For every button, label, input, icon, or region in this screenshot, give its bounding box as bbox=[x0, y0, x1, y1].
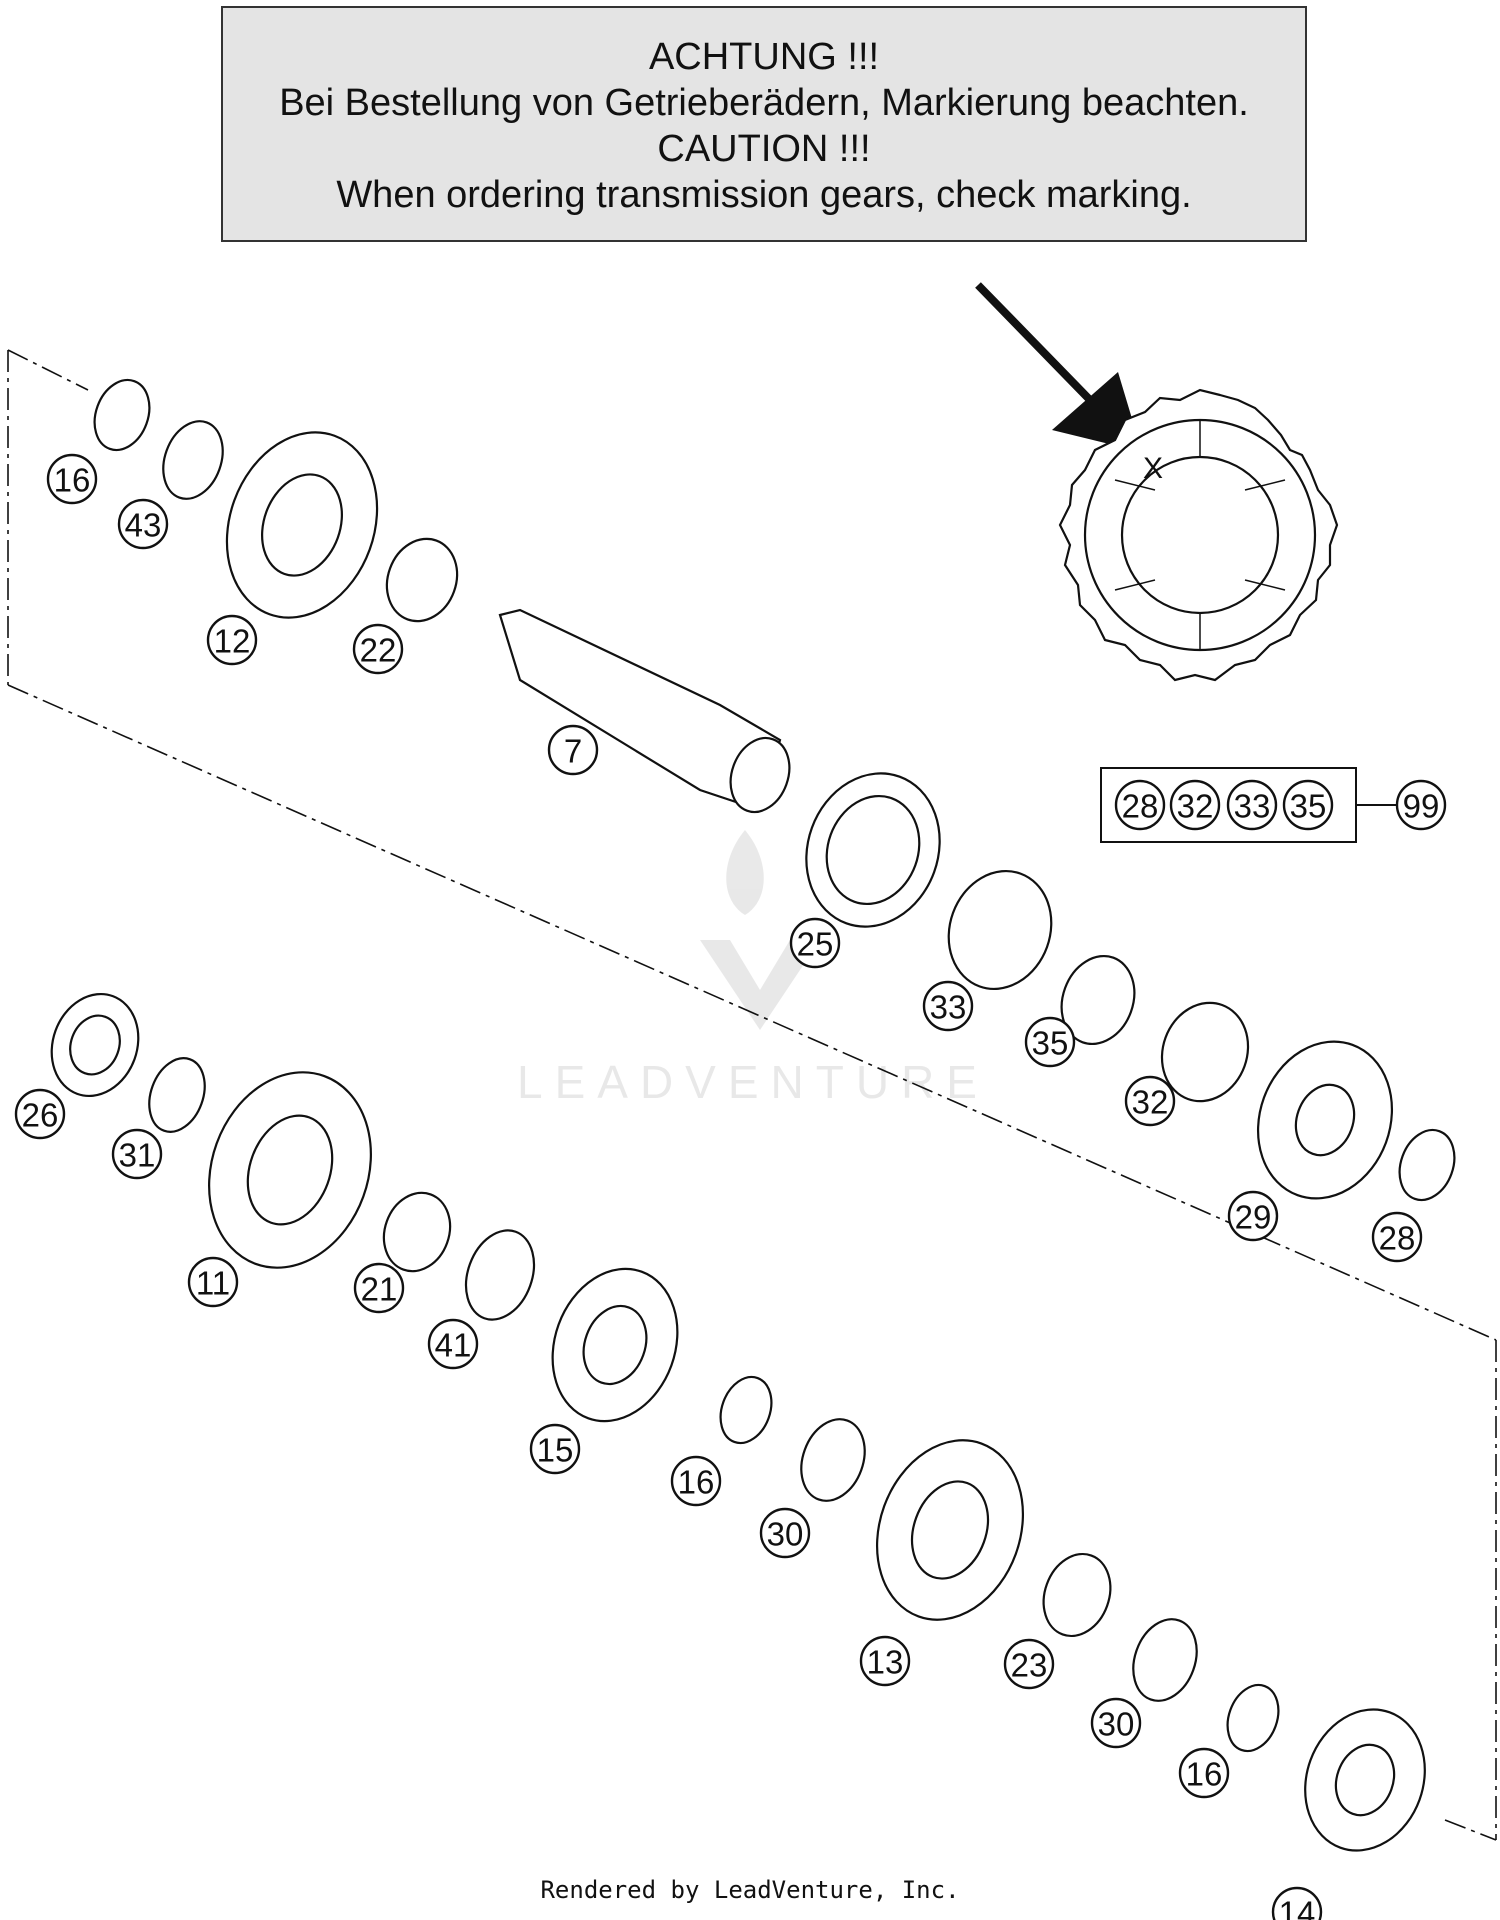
assembly-outline bbox=[7, 349, 1497, 1841]
callout-21: 21 bbox=[353, 1262, 405, 1314]
kit-callout-label: 32 bbox=[1177, 788, 1214, 825]
needle-bearing bbox=[382, 1191, 452, 1273]
lower-shaft-parts bbox=[50, 992, 1426, 1852]
notice-line-english-text: When ordering transmission gears, check … bbox=[336, 174, 1192, 216]
bushing bbox=[1160, 1001, 1250, 1103]
caution-notice: ACHTUNG !!! Bei Bestellung von Getrieber… bbox=[221, 6, 1307, 242]
callout-22: 22 bbox=[352, 623, 404, 675]
notice-line-german-text: Bei Bestellung von Getrieberädern, Marki… bbox=[279, 82, 1249, 124]
callout-29: 29 bbox=[1227, 1190, 1279, 1242]
callout-label: 31 bbox=[119, 1137, 156, 1174]
leadventure-watermark: LEADVENTURE bbox=[517, 830, 989, 1108]
callout-label: 35 bbox=[1032, 1025, 1069, 1062]
callout-32: 32 bbox=[1124, 1075, 1176, 1127]
washer bbox=[464, 1229, 536, 1321]
washer bbox=[162, 420, 224, 500]
callout-label: 16 bbox=[678, 1464, 715, 1501]
kit-number-callout: 99 bbox=[1395, 779, 1447, 831]
callout-label: 16 bbox=[54, 462, 91, 499]
washer bbox=[800, 1418, 866, 1502]
kit-number-label: 99 bbox=[1403, 788, 1440, 825]
callout-label: 26 bbox=[22, 1097, 59, 1134]
footer-credit: Rendered by LeadVenture, Inc. bbox=[540, 1876, 960, 1904]
callout-28: 28 bbox=[1371, 1211, 1423, 1263]
part-callouts: 16 43 12 22 7 25 33 35 32 29 28 26 31 11 21 41 15 16 30 13 2… bbox=[14, 453, 1447, 1920]
callout-16: 16 bbox=[1178, 1747, 1230, 1799]
callout-30: 30 bbox=[1090, 1697, 1142, 1749]
callout-label: 12 bbox=[214, 623, 251, 660]
callout-label: 11 bbox=[196, 1265, 230, 1302]
callout-26: 26 bbox=[14, 1088, 66, 1140]
o-ring bbox=[1060, 954, 1136, 1046]
callout-label: 14 bbox=[1279, 1895, 1316, 1920]
callout-label: 21 bbox=[361, 1271, 398, 1308]
callout-label: 13 bbox=[867, 1644, 904, 1681]
callout-label: 41 bbox=[435, 1327, 472, 1364]
needle-bearing bbox=[385, 537, 459, 623]
callout-16: 16 bbox=[670, 1455, 722, 1507]
callout-label: 15 bbox=[537, 1432, 574, 1469]
kit-callout-label: 35 bbox=[1290, 788, 1327, 825]
washer bbox=[1132, 1618, 1198, 1702]
kit-callout-32: 32 bbox=[1169, 779, 1221, 831]
callout-label: 23 bbox=[1011, 1647, 1048, 1684]
callout-35: 35 bbox=[1024, 1016, 1076, 1068]
callout-23: 23 bbox=[1003, 1638, 1055, 1690]
kit-callout-label: 33 bbox=[1234, 788, 1271, 825]
circlip bbox=[93, 378, 151, 452]
callout-11: 11 bbox=[187, 1256, 239, 1308]
notice-line-german-warning: ACHTUNG !!! bbox=[648, 36, 880, 78]
callout-label: 25 bbox=[797, 926, 834, 963]
callout-label: 22 bbox=[360, 632, 397, 669]
callout-25: 25 bbox=[789, 917, 841, 969]
washer bbox=[148, 1057, 206, 1133]
upper-shaft-parts bbox=[93, 378, 1456, 1202]
seal-ring bbox=[947, 869, 1053, 991]
kit-callout-28: 28 bbox=[1114, 779, 1166, 831]
callout-label: 30 bbox=[1098, 1706, 1135, 1743]
kit-callout-label: 28 bbox=[1122, 788, 1159, 825]
kit-callout-33: 33 bbox=[1226, 779, 1278, 831]
needle-bearing bbox=[1042, 1552, 1112, 1638]
callout-label: 28 bbox=[1379, 1220, 1416, 1257]
callout-label: 43 bbox=[125, 507, 162, 544]
callout-13: 13 bbox=[859, 1635, 911, 1687]
callout-label: 29 bbox=[1235, 1199, 1272, 1236]
callout-7: 7 bbox=[547, 724, 599, 776]
marking-x: X bbox=[1143, 452, 1163, 485]
callout-41: 41 bbox=[427, 1318, 479, 1370]
callout-label: 30 bbox=[767, 1516, 804, 1553]
callout-30: 30 bbox=[759, 1507, 811, 1559]
callout-33: 33 bbox=[922, 980, 974, 1032]
circlip bbox=[1226, 1683, 1280, 1753]
callout-14: 14 bbox=[1271, 1886, 1323, 1920]
callout-12: 12 bbox=[206, 614, 258, 666]
callout-15: 15 bbox=[529, 1423, 581, 1475]
callout-label: 33 bbox=[930, 989, 967, 1026]
circlip bbox=[1398, 1128, 1456, 1202]
detail-gear-with-marking: X bbox=[1058, 388, 1339, 682]
callout-label: 16 bbox=[1186, 1756, 1223, 1793]
callout-label: 7 bbox=[564, 733, 582, 770]
marking-arrow bbox=[975, 282, 1142, 452]
notice-line-english-warning: CAUTION !!! bbox=[657, 128, 871, 170]
callout-43: 43 bbox=[117, 498, 169, 550]
callout-label: 32 bbox=[1132, 1084, 1169, 1121]
callout-16: 16 bbox=[46, 453, 98, 505]
circlip bbox=[719, 1375, 773, 1445]
callout-31: 31 bbox=[111, 1128, 163, 1180]
kit-callout-35: 35 bbox=[1282, 779, 1334, 831]
watermark-text: LEADVENTURE bbox=[517, 1056, 989, 1108]
